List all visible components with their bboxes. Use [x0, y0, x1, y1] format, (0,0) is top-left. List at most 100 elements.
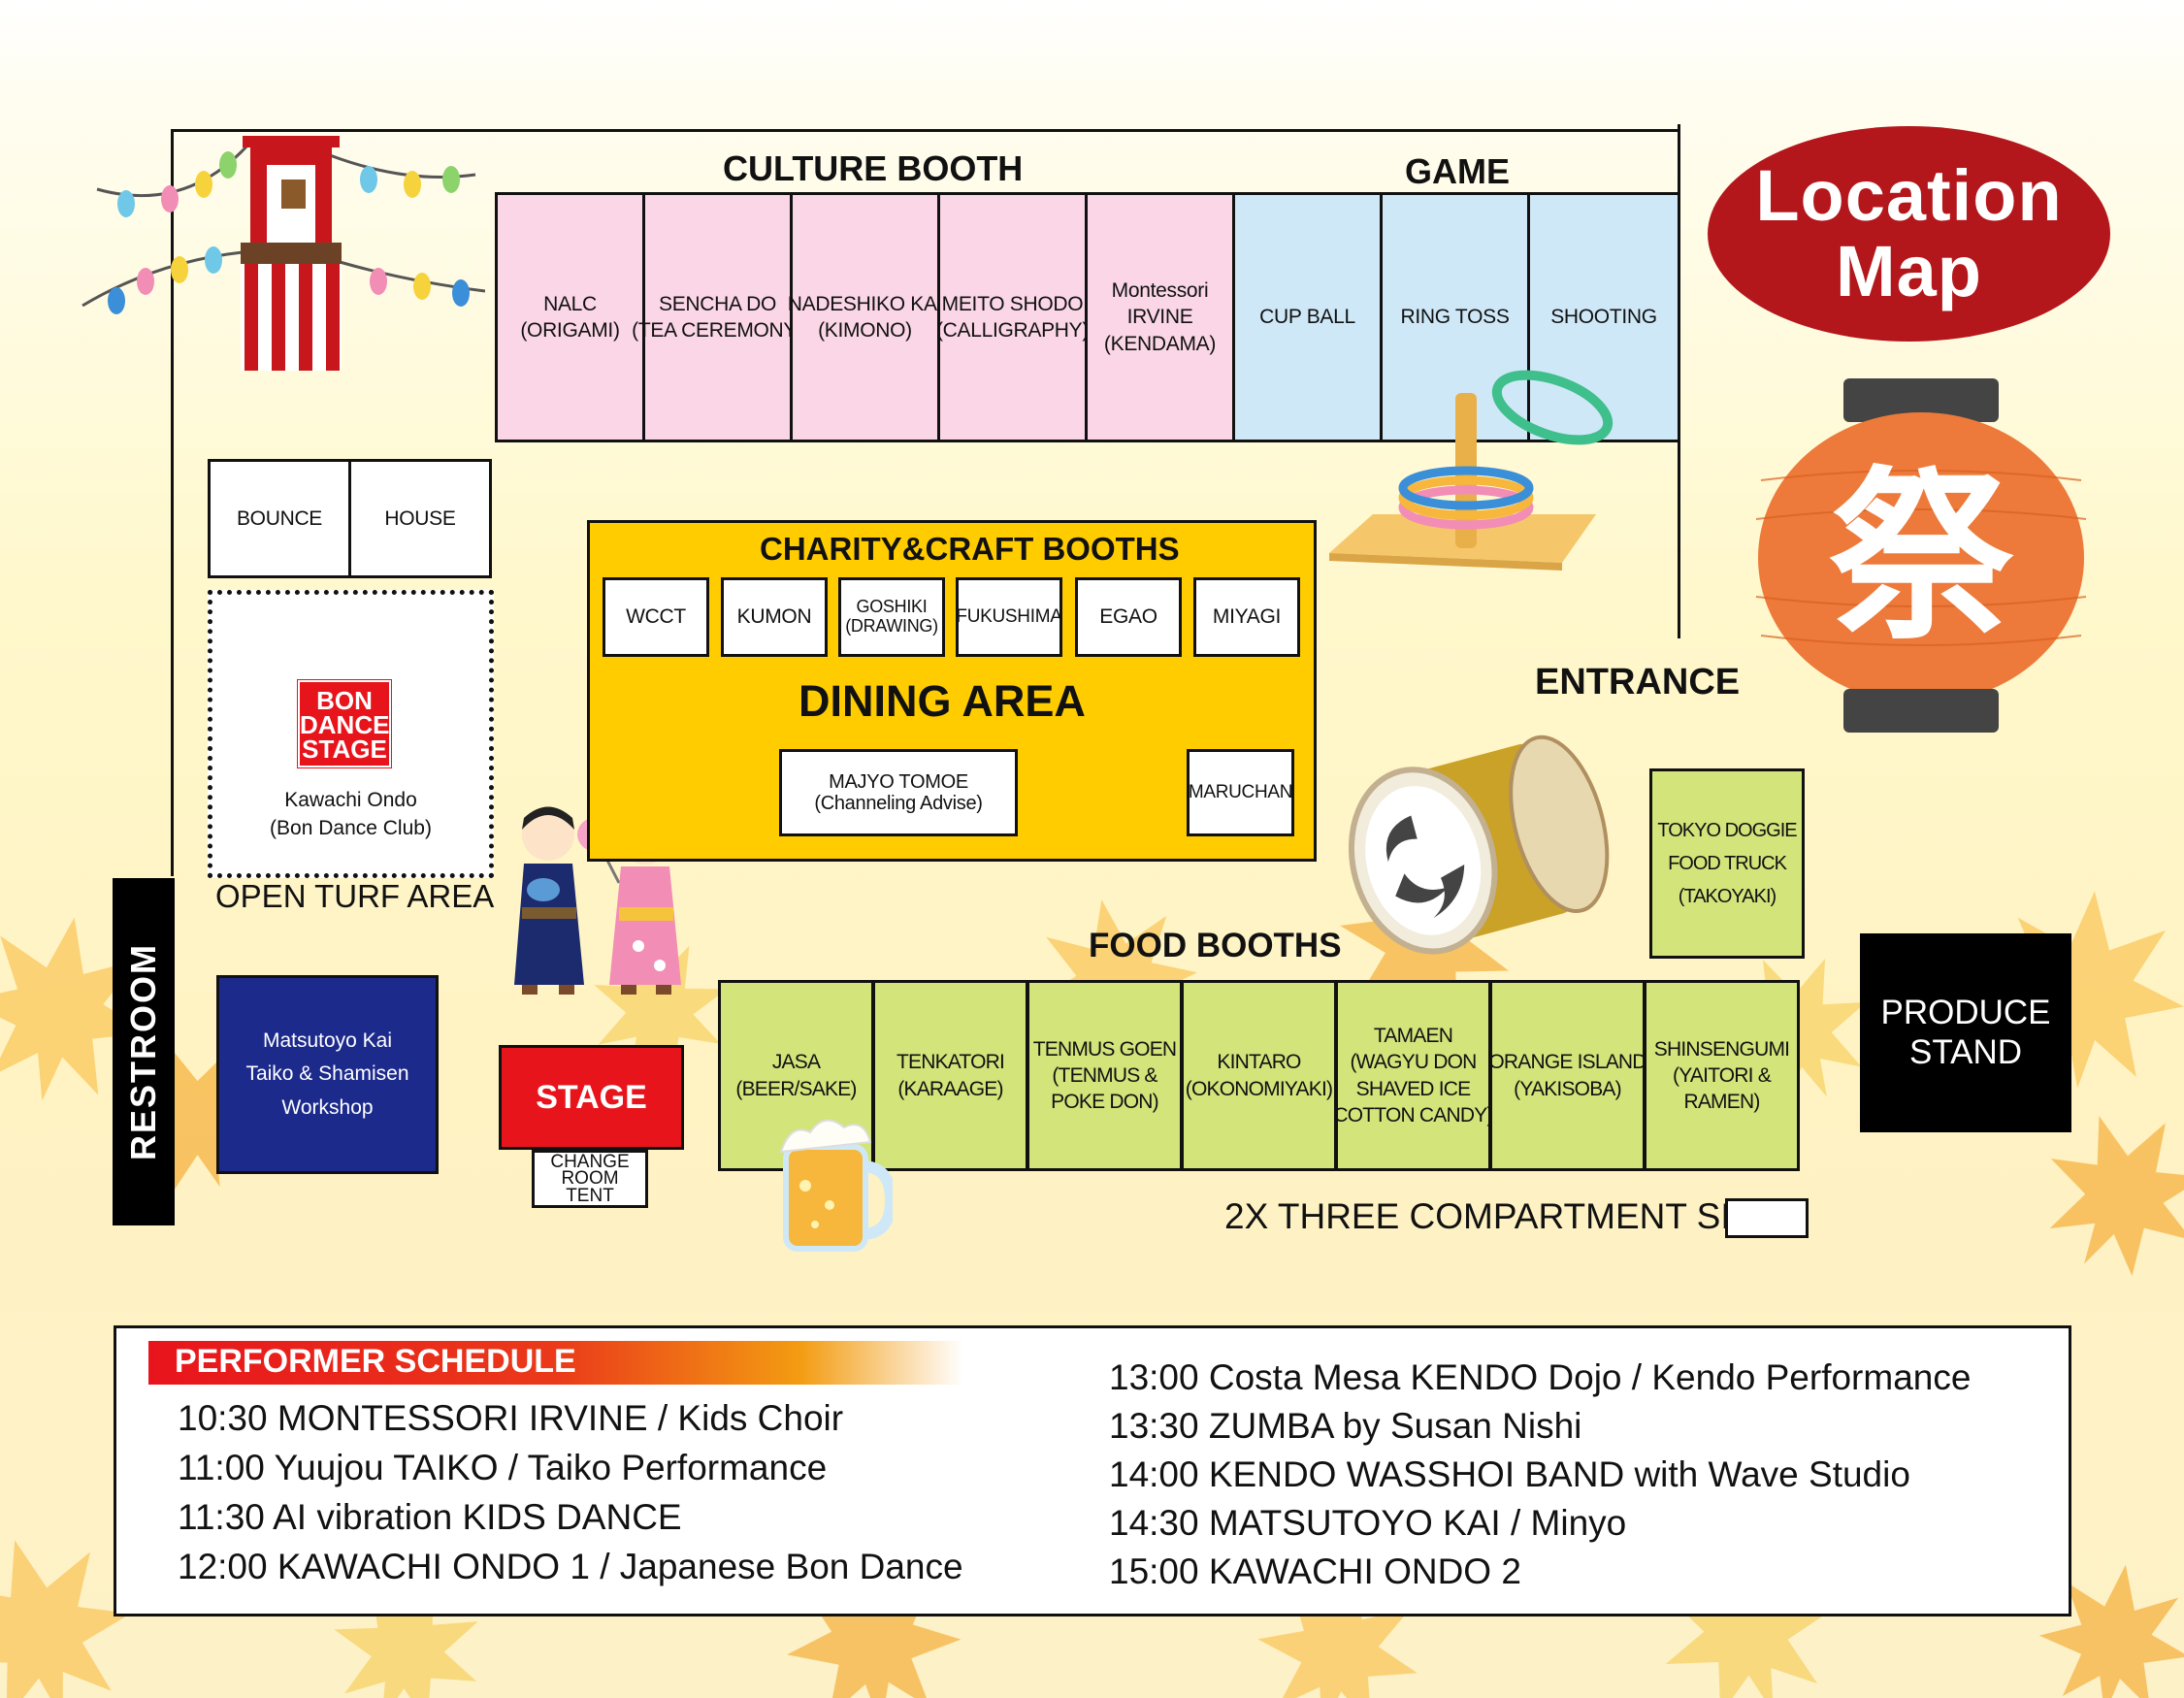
food-booth-3[interactable]: TENMUS GOEN(TENMUS &POKE DON): [1027, 980, 1183, 1171]
bon-dance-stage-badge: BON DANCE STAGE: [298, 680, 391, 767]
food-booth-7[interactable]: SHINSENGUMI(YAITORI &RAMEN): [1644, 980, 1800, 1171]
charity-booth-kumon[interactable]: KUMON: [721, 577, 828, 657]
schedule-entry: 14:00 KENDO WASSHOI BAND with Wave Studi…: [1109, 1454, 1910, 1494]
sink-label: 2X THREE COMPARTMENT SINK: [1224, 1196, 1780, 1236]
schedule-entry: 10:30 MONTESSORI IRVINE / Kids Choir: [178, 1398, 844, 1438]
booth-subtitle: (TAKOYAKI): [1678, 886, 1777, 907]
schedule-entry: 11:30 AI vibration KIDS DANCE: [178, 1497, 682, 1537]
paper-lantern-illustration: 祭: [1755, 378, 2087, 733]
booth-name: KINTARO: [1217, 1051, 1301, 1074]
booth-detail: COTTON CANDY): [1333, 1103, 1493, 1127]
booth-name: TENMUS GOEN: [1032, 1037, 1177, 1061]
charity-booth-fukushima[interactable]: FUKUSHIMA: [956, 577, 1062, 657]
booth-name: JASA: [771, 1051, 821, 1074]
booth-majyo-tomoe[interactable]: MAJYO TOMOE (Channeling Advise): [779, 749, 1018, 836]
food-booth-5[interactable]: TAMAEN (WAGYU DON SHAVED ICE COTTON CANDY): [1333, 980, 1493, 1171]
booth-name: ORANGE ISLAND: [1488, 1051, 1646, 1074]
booth-name: FUKUSHIMA: [956, 605, 1062, 627]
booth-name: MEITO SHODO: [941, 292, 1084, 315]
performer-schedule-title: PERFORMER SCHEDULE: [175, 1343, 576, 1380]
restroom-label: RESTROOM: [123, 942, 163, 1161]
change-room-line-1: CHANGE: [550, 1152, 630, 1173]
taiko-drum-illustration: [1349, 735, 1610, 955]
booth-name: TENKATORI: [896, 1051, 1005, 1074]
booth-detail: POKE DON): [1051, 1091, 1158, 1114]
food-booths-heading: FOOD BOOTHS: [1089, 927, 1342, 964]
open-turf-area-label: OPEN TURF AREA: [215, 878, 495, 914]
charity-booth-wcct[interactable]: WCCT: [603, 577, 709, 657]
booth-detail: (BEER/SAKE): [735, 1077, 857, 1100]
entrance-label[interactable]: ENTRANCE: [1535, 662, 1741, 702]
booth-name: MAJYO TOMOE: [829, 771, 968, 793]
booth-name: MARUCHAN: [1188, 781, 1293, 802]
bounce-house-right[interactable]: HOUSE: [348, 459, 492, 578]
change-room-line-3: TENT: [566, 1185, 614, 1206]
booth-subtitle: (KIMONO): [818, 319, 912, 342]
workshop-line-2: Taiko & Shamisen: [245, 1062, 409, 1086]
title-line-1: Location: [1755, 155, 2063, 237]
change-room-tent[interactable]: CHANGE ROOM TENT: [532, 1150, 648, 1208]
sink-marker[interactable]: [1725, 1198, 1809, 1238]
title-line-2: Map: [1836, 231, 1982, 311]
dining-area-heading: DINING AREA: [799, 676, 1086, 726]
food-booth-4[interactable]: KINTARO (OKONOMIYAKI): [1181, 980, 1337, 1171]
booth-name: Montessori: [1111, 279, 1209, 303]
booth-detail: (OKONOMIYAKI): [1185, 1077, 1333, 1100]
booth-detail: (YAKISOBA): [1514, 1077, 1621, 1100]
bounce-house-left[interactable]: BOUNCE: [208, 459, 351, 578]
booth-name-2: FOOD TRUCK: [1668, 853, 1787, 874]
booth-name: KUMON: [736, 605, 812, 629]
restroom[interactable]: [113, 878, 175, 1225]
booth-name: RING TOSS: [1400, 306, 1510, 329]
produce-stand[interactable]: PRODUCE STAND: [1860, 933, 2071, 1132]
schedule-entry: 13:30 ZUMBA by Susan Nishi: [1109, 1406, 1582, 1446]
schedule-entry: 12:00 KAWACHI ONDO 1 / Japanese Bon Danc…: [178, 1547, 963, 1586]
booth-name: BOUNCE: [236, 506, 323, 530]
booth-detail: (WAGYU DON: [1350, 1051, 1477, 1074]
booth-name: WCCT: [626, 605, 686, 629]
badge-line-2: DANCE: [300, 710, 390, 739]
game-booth-shooting[interactable]: SHOOTING: [1527, 192, 1680, 442]
booth-name: TAMAEN: [1373, 1024, 1453, 1047]
beer-mug-illustration: [779, 1119, 893, 1252]
culture-booth-montessori-irvine[interactable]: Montessori IRVINE (KENDAMA): [1085, 192, 1235, 442]
booth-name: EGAO: [1099, 605, 1157, 629]
lantern-kanji: 祭: [1829, 450, 2014, 665]
booth-detail: SHAVED ICE: [1355, 1077, 1471, 1100]
culture-booth-nadeshiko-kai[interactable]: NADESHIKO KAI (KIMONO): [787, 192, 943, 442]
booth-name: HOUSE: [384, 506, 456, 530]
workshop-line-1: Matsutoyo Kai: [262, 1029, 393, 1052]
culture-booth-meito-shodo[interactable]: MEITO SHODO (CALLIGRAPHY): [936, 192, 1089, 442]
charity-craft-heading: CHARITY&CRAFT BOOTHS: [760, 531, 1180, 567]
venue-boundary-top: [171, 129, 1680, 132]
tokyo-doggie-food-truck[interactable]: TOKYO DOGGIE FOOD TRUCK (TAKOYAKI): [1649, 768, 1805, 959]
game-booth-cup-ball[interactable]: CUP BALL: [1232, 192, 1383, 442]
badge-line-3: STAGE: [302, 735, 387, 764]
taiko-shamisen-workshop[interactable]: Matsutoyo Kai Taiko & Shamisen Workshop: [216, 975, 439, 1174]
kids-in-yukata-illustration: [514, 806, 681, 995]
charity-booth-miyagi[interactable]: MIYAGI: [1193, 577, 1300, 657]
schedule-entry: 13:00 Costa Mesa KENDO Dojo / Kendo Perf…: [1109, 1357, 1972, 1397]
food-booth-6[interactable]: ORANGE ISLAND (YAKISOBA): [1488, 980, 1646, 1171]
culture-booth-heading: CULTURE BOOTH: [723, 148, 1024, 188]
charity-booth-egao[interactable]: EGAO: [1075, 577, 1182, 657]
culture-booth-sencha-do[interactable]: SENCHA DO (TEA CEREMONY): [632, 192, 803, 442]
food-booth-2[interactable]: TENKATORI (KARAAGE): [872, 980, 1028, 1171]
booth-name: TOKYO DOGGIE: [1657, 820, 1797, 841]
stage[interactable]: STAGE: [499, 1045, 684, 1150]
booth-subtitle: (Channeling Advise): [814, 793, 983, 814]
booth-detail: (KARAAGE): [897, 1077, 1003, 1100]
schedule-entry: 15:00 KAWACHI ONDO 2: [1109, 1551, 1521, 1591]
venue-boundary-left: [171, 129, 174, 876]
booth-subtitle: (TEA CEREMONY): [632, 319, 803, 342]
booth-name: NADESHIKO KAI: [787, 292, 943, 315]
produce-stand-line-2: STAND: [1908, 1032, 2023, 1071]
culture-booth-nalc[interactable]: NALC (ORIGAMI): [495, 192, 645, 442]
change-room-line-2: ROOM: [561, 1168, 619, 1190]
bon-dance-club: (Bon Dance Club): [270, 817, 432, 839]
game-heading: GAME: [1405, 151, 1510, 191]
bon-dance-stage-area[interactable]: BON DANCE STAGE Kawachi Ondo (Bon Dance …: [208, 590, 494, 878]
charity-booth-goshiki[interactable]: GOSHIKI (DRAWING): [838, 577, 945, 657]
workshop-line-3: Workshop: [281, 1095, 374, 1119]
booth-maruchan[interactable]: MARUCHAN: [1187, 749, 1294, 836]
